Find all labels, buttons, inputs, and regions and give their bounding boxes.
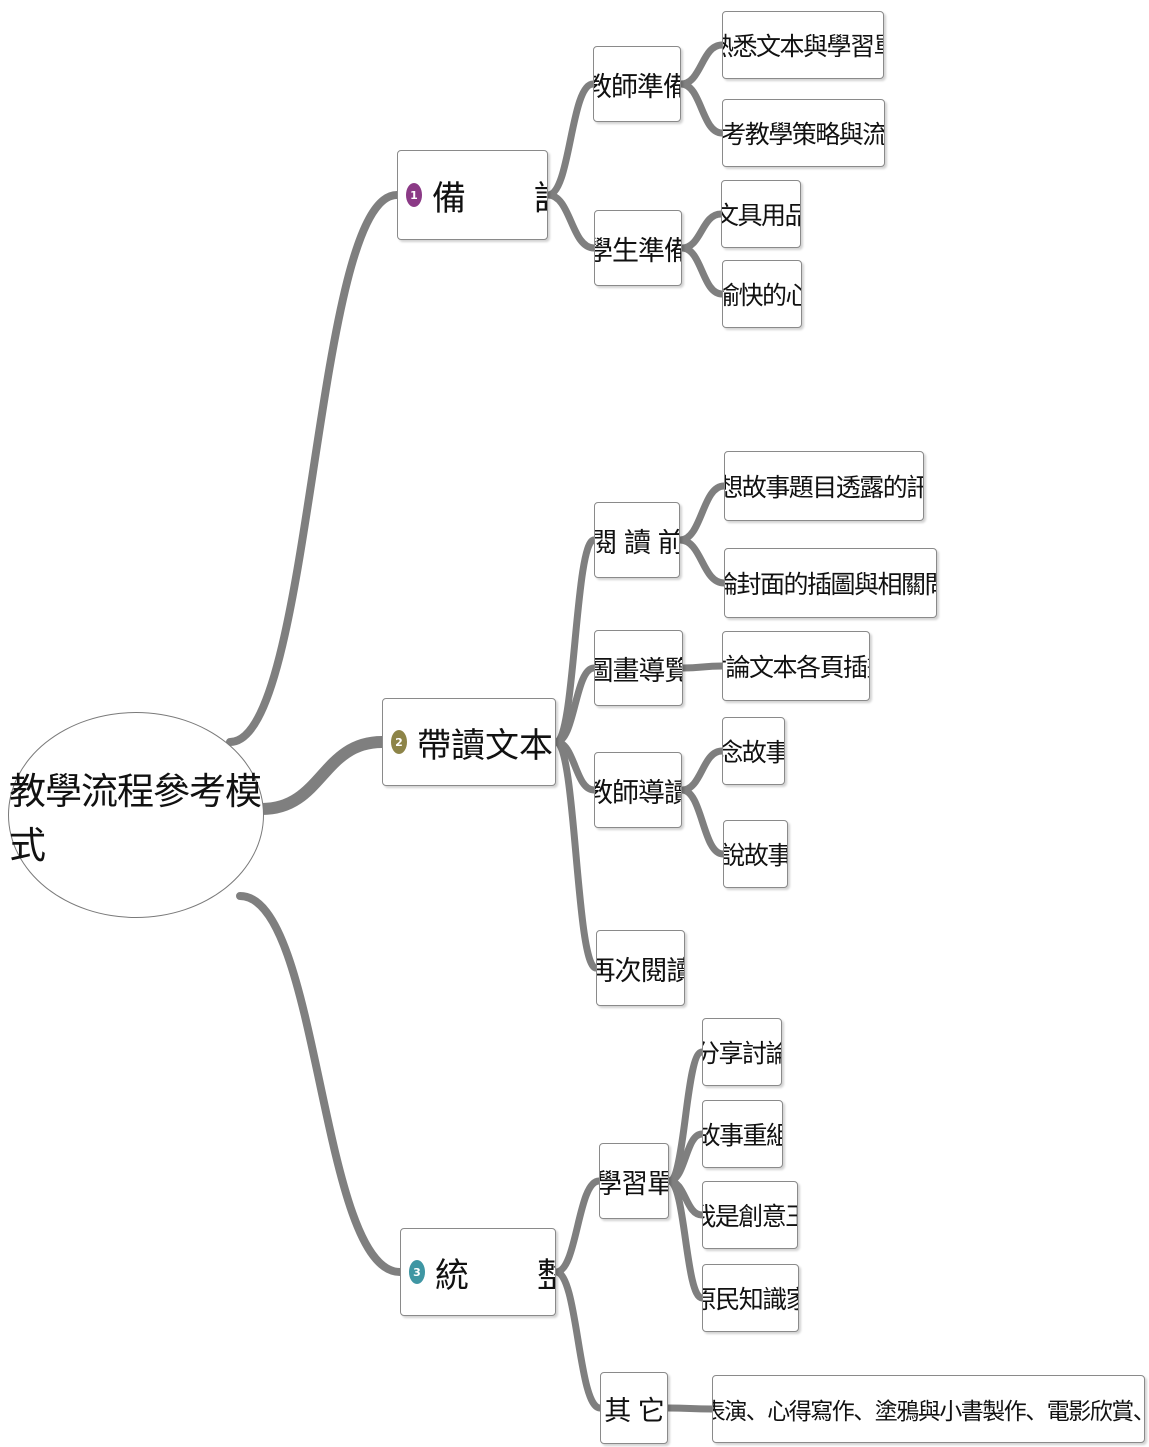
leaf-node[interactable]: 討論文本各頁插畫 bbox=[722, 631, 870, 701]
leaf-node[interactable]: 愉快的心 bbox=[722, 260, 802, 328]
sub-label: 學生準備 bbox=[595, 235, 681, 267]
sub-others[interactable]: 其 它 bbox=[600, 1372, 668, 1444]
badge-2-icon: 2 bbox=[391, 730, 407, 754]
leaf-label: 說故事 bbox=[723, 841, 788, 870]
connector-line bbox=[256, 736, 388, 815]
sub-read-again[interactable]: 再次閱讀 bbox=[596, 930, 685, 1006]
branch-prep-lesson[interactable]: 1 備 課 bbox=[397, 150, 548, 240]
leaf-label: 分享討論 bbox=[703, 1039, 781, 1068]
connector-line bbox=[552, 664, 598, 746]
badge-1-icon: 1 bbox=[406, 183, 422, 207]
leaf-label: 文具用品 bbox=[722, 201, 800, 230]
leaf-label: 原民知識家 bbox=[703, 1285, 798, 1314]
root-label: 教學流程參考模式 bbox=[9, 770, 262, 867]
sub-label: 再次閱讀 bbox=[597, 955, 684, 987]
connector-line bbox=[665, 1177, 706, 1302]
leaf-node[interactable]: 分享討論 bbox=[702, 1018, 782, 1086]
sub-label: 教師準備 bbox=[594, 71, 680, 103]
branch-label: 帶讀文本內容 bbox=[417, 725, 555, 766]
connector-line bbox=[552, 1268, 604, 1412]
connector-line bbox=[236, 892, 404, 1276]
sub-student-prep[interactable]: 學生準備 bbox=[594, 210, 682, 286]
leaf-label: 戲劇表演、心得寫作、塗鴉與小書製作、電影欣賞、遊戲 bbox=[713, 1399, 1144, 1425]
leaf-node[interactable]: 思考教學策略與流程 bbox=[722, 99, 885, 167]
connector-line bbox=[678, 244, 726, 298]
sub-teacher-guide[interactable]: 教師導讀 bbox=[594, 752, 682, 828]
branch-label: 備 課 bbox=[432, 178, 547, 219]
root-node[interactable]: 教學流程參考模式 bbox=[8, 712, 264, 918]
leaf-label: 念故事 bbox=[723, 738, 785, 767]
leaf-label: 思考教學策略與流程 bbox=[722, 120, 885, 149]
leaf-node[interactable]: 念故事 bbox=[722, 717, 785, 785]
sub-label: 學習單 bbox=[600, 1168, 669, 1200]
sub-label: 閱 讀 前 bbox=[594, 527, 680, 559]
leaf-node[interactable]: 文具用品 bbox=[721, 180, 801, 248]
leaf-label: 愉快的心 bbox=[723, 281, 801, 310]
badge-3-icon: 3 bbox=[409, 1260, 425, 1284]
leaf-node[interactable]: 我是創意王 bbox=[702, 1181, 798, 1249]
leaf-node[interactable]: 說故事 bbox=[723, 820, 788, 888]
connector-line bbox=[678, 786, 727, 858]
connector-line bbox=[679, 662, 726, 672]
sub-label: 教師導讀 bbox=[595, 777, 681, 809]
sub-label: 圖畫導覽 bbox=[595, 655, 682, 687]
connector-line bbox=[664, 1404, 716, 1413]
connector-line bbox=[552, 738, 600, 972]
connector-line bbox=[544, 191, 598, 252]
sub-picture-tour[interactable]: 圖畫導覽 bbox=[594, 630, 683, 706]
leaf-node[interactable]: 故事重組 bbox=[702, 1100, 783, 1168]
connector-line bbox=[676, 482, 728, 544]
leaf-node[interactable]: 想想故事題目透露的訊息 bbox=[724, 451, 924, 521]
sub-label: 其 它 bbox=[604, 1395, 665, 1427]
leaf-label: 我是創意王 bbox=[703, 1202, 797, 1231]
branch-guided-reading[interactable]: 2 帶讀文本內容 bbox=[382, 698, 556, 786]
connector-line bbox=[677, 41, 726, 88]
branch-integration[interactable]: 3 統 整 bbox=[400, 1228, 556, 1316]
leaf-label: 故事重組 bbox=[703, 1121, 782, 1150]
leaf-label: 熟悉文本與學習單 bbox=[723, 32, 883, 61]
connector-line bbox=[677, 80, 726, 137]
connector-line bbox=[678, 210, 725, 252]
branch-label: 統 整 bbox=[435, 1255, 555, 1296]
sub-before-reading[interactable]: 閱 讀 前 bbox=[594, 502, 680, 578]
sub-worksheet[interactable]: 學習單 bbox=[599, 1143, 669, 1219]
connector-line bbox=[226, 191, 401, 746]
leaf-node[interactable]: 原民知識家 bbox=[702, 1264, 799, 1332]
leaf-node[interactable]: 討論封面的插圖與相關問題 bbox=[724, 548, 937, 618]
connector-line bbox=[678, 747, 726, 794]
leaf-node[interactable]: 戲劇表演、心得寫作、塗鴉與小書製作、電影欣賞、遊戲 bbox=[712, 1375, 1145, 1443]
connector-line bbox=[552, 1177, 603, 1276]
connector-line bbox=[544, 80, 597, 199]
sub-teacher-prep[interactable]: 教師準備 bbox=[593, 46, 681, 122]
leaf-node[interactable]: 熟悉文本與學習單 bbox=[722, 11, 884, 79]
leaf-label: 想想故事題目透露的訊息 bbox=[725, 473, 923, 502]
leaf-label: 討論文本各頁插畫 bbox=[723, 653, 869, 682]
leaf-label: 討論封面的插圖與相關問題 bbox=[725, 570, 936, 599]
connector-line bbox=[676, 536, 728, 587]
